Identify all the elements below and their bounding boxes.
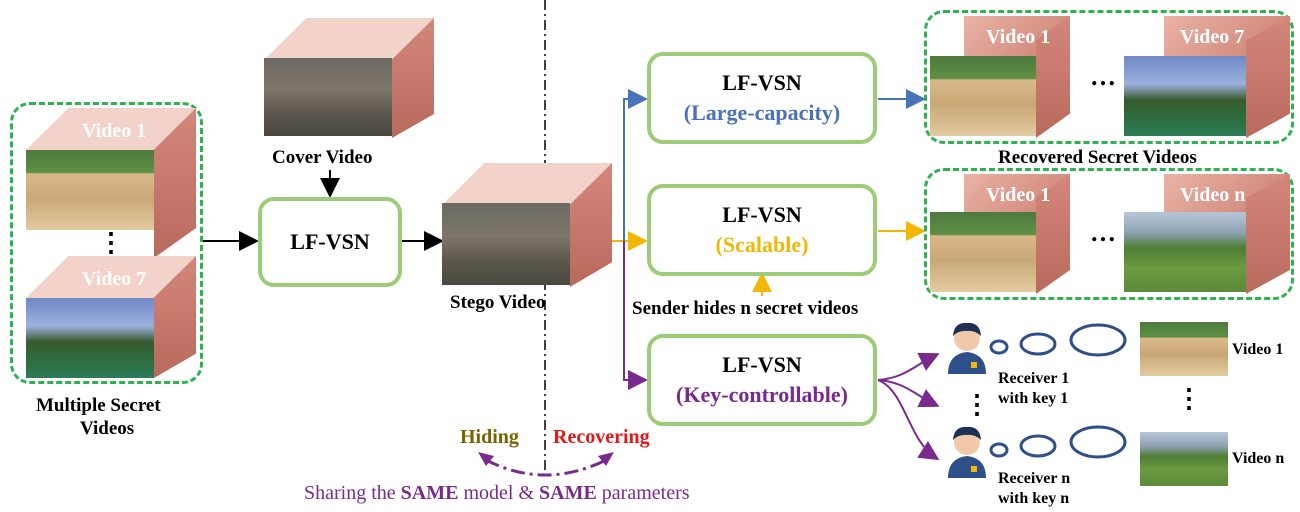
model-box-scalable: LF-VSN (Scalable): [647, 184, 877, 276]
recovered-cube-mid-1: Video 1: [930, 174, 1070, 294]
receiver-avatar-icon: [948, 426, 986, 478]
model-box-center: LF-VSN: [258, 197, 402, 287]
cover-video-cube: [264, 18, 434, 138]
secret-caption-line1: Multiple Secret: [36, 395, 161, 416]
model-name: LF-VSN: [722, 70, 802, 95]
bmx-frame: [930, 212, 1036, 292]
recovering-label: Recovering: [553, 426, 650, 448]
video-label: Video 1: [986, 26, 1051, 48]
video-label: Video 1: [82, 120, 147, 142]
model-box-key-controllable: LF-VSN (Key-controllable): [647, 334, 877, 426]
recovered-cube-7: Video 7: [1124, 16, 1290, 138]
receiver-1-video-thumb: [1140, 322, 1228, 376]
arrow-stego-to-key: [623, 241, 648, 390]
video-label: Video 7: [1180, 26, 1245, 48]
thought-ellipse-small: [989, 442, 1009, 458]
recovered-group-top: [924, 10, 1294, 144]
model-name: LF-VSN: [722, 202, 802, 227]
receiver-n-video-label: Video n: [1232, 450, 1285, 467]
receiver-1-line1: Receiver 1: [998, 370, 1070, 387]
sharing-arc: [485, 458, 607, 477]
mode-label-key: (Key-controllable): [676, 382, 848, 407]
road-frame: [1124, 212, 1246, 292]
thought-ellipse-small: [989, 339, 1009, 355]
recovered-group-mid: [924, 168, 1294, 300]
bmx-frame: [26, 150, 154, 230]
sender-note: Sender hides n secret videos: [632, 298, 859, 319]
recovered-caption: Recovered Secret Videos: [998, 147, 1197, 168]
cover-caption: Cover Video: [272, 147, 373, 168]
secret-video-cube-7: Video 7: [26, 256, 196, 378]
same-word-1: SAME: [400, 482, 459, 504]
thought-ellipse-large: [1069, 425, 1127, 459]
arrow-key-to-receiver-mid: [877, 379, 940, 408]
video-dots: ⋮: [1176, 384, 1202, 413]
stego-video-cube: [442, 163, 612, 287]
boxing-frame: [26, 298, 154, 378]
receiver-n-line2: with key n: [998, 490, 1070, 507]
vertical-dots: ⋮: [98, 228, 124, 257]
video-label: Video 1: [986, 184, 1051, 206]
recovered-cube-1: Video 1: [930, 16, 1070, 138]
model-box-large-capacity: LF-VSN (Large-capacity): [647, 52, 877, 144]
receiver-1-video-label: Video 1: [1232, 341, 1284, 358]
thought-ellipse-large: [1069, 323, 1127, 357]
hiding-label: Hiding: [460, 426, 519, 448]
arrow-stego-to-large: [623, 89, 648, 241]
sharing-pre: Sharing the: [304, 482, 401, 504]
receiver-avatar-icon: [948, 322, 986, 374]
video-label: Video 7: [82, 268, 147, 290]
same-word-2: SAME: [539, 482, 597, 504]
sharing-post: parameters: [596, 482, 690, 504]
receiver-n-video-thumb: [1140, 432, 1228, 486]
sharing-mid: model &: [458, 482, 539, 504]
model-name: LF-VSN: [290, 229, 370, 254]
mode-label-large: (Large-capacity): [683, 100, 841, 125]
arrow-key-to-receiver-1: [877, 352, 940, 381]
ellipsis: …: [1090, 62, 1116, 91]
arrow-key-to-receiver-n: [877, 379, 940, 461]
mode-label-scalable: (Scalable): [715, 232, 809, 257]
stego-caption: Stego Video: [450, 292, 546, 313]
sharing-caption: Sharing the SAME model & SAME parameters: [304, 482, 690, 505]
bear-frame: [442, 203, 570, 285]
receiver-1-line2: with key 1: [998, 390, 1069, 407]
thought-ellipse-medium: [1019, 332, 1057, 356]
sharing-arc-head-right: [598, 452, 614, 466]
bmx-frame: [930, 56, 1036, 136]
bear-frame: [264, 58, 392, 136]
secret-caption-line2: Videos: [80, 418, 135, 439]
recovered-cube-mid-n: Video n: [1124, 174, 1290, 294]
thought-ellipse-medium: [1019, 434, 1057, 458]
receiver-dots: ⋮: [964, 390, 990, 419]
sharing-arc-head-left: [478, 452, 494, 466]
secret-video-cube-1: Video 1: [26, 108, 196, 258]
video-label: Video n: [1180, 184, 1246, 206]
model-name: LF-VSN: [722, 352, 802, 377]
secret-videos-group: [10, 102, 203, 384]
receiver-n-line1: Receiver n: [998, 470, 1071, 487]
boxing-frame: [1124, 56, 1246, 136]
ellipsis: …: [1090, 218, 1116, 247]
